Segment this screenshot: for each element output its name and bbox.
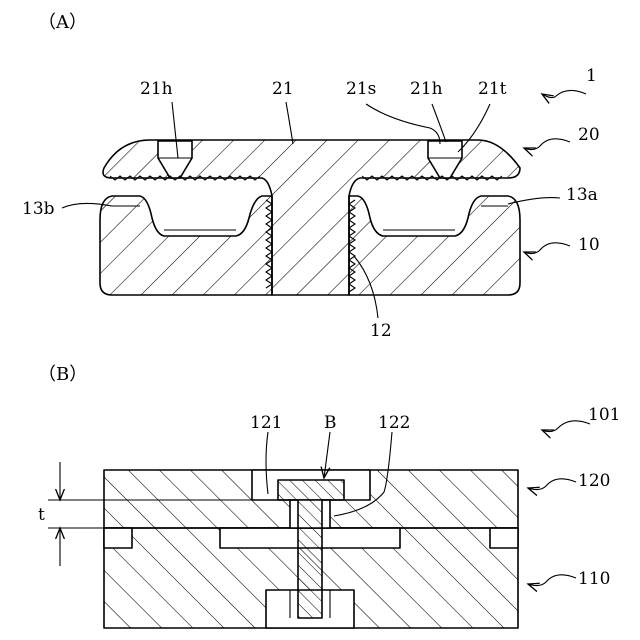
panel-a: （A） [22,12,600,341]
label-thread-12: 12 [370,321,392,341]
label-assembly-101: 101 [588,405,620,425]
label-hole-21h-left: 21h [140,79,173,99]
label-recess-13b: 13b [22,199,55,219]
label-lower-part-10: 10 [578,235,600,255]
label-thread-21t: 21t [478,79,507,99]
panel-b-title: （B） [38,364,87,385]
label-bolt-b: B [324,413,337,433]
label-assembly-1: 1 [586,66,597,86]
label-lower-plate-110: 110 [578,569,610,589]
label-thickness-t: t [38,505,45,525]
panel-b: （B） t [38,364,620,628]
label-part-122: 122 [378,413,410,433]
label-recess-13a: 13a [566,185,598,205]
panel-a-title: （A） [38,12,87,33]
label-hole-21h-right: 21h [410,79,443,99]
label-shaft-21: 21 [272,79,294,99]
label-part-121: 121 [250,413,282,433]
label-upper-part-20: 20 [578,125,600,145]
label-upper-plate-120: 120 [578,471,610,491]
label-surface-21s: 21s [346,79,376,99]
